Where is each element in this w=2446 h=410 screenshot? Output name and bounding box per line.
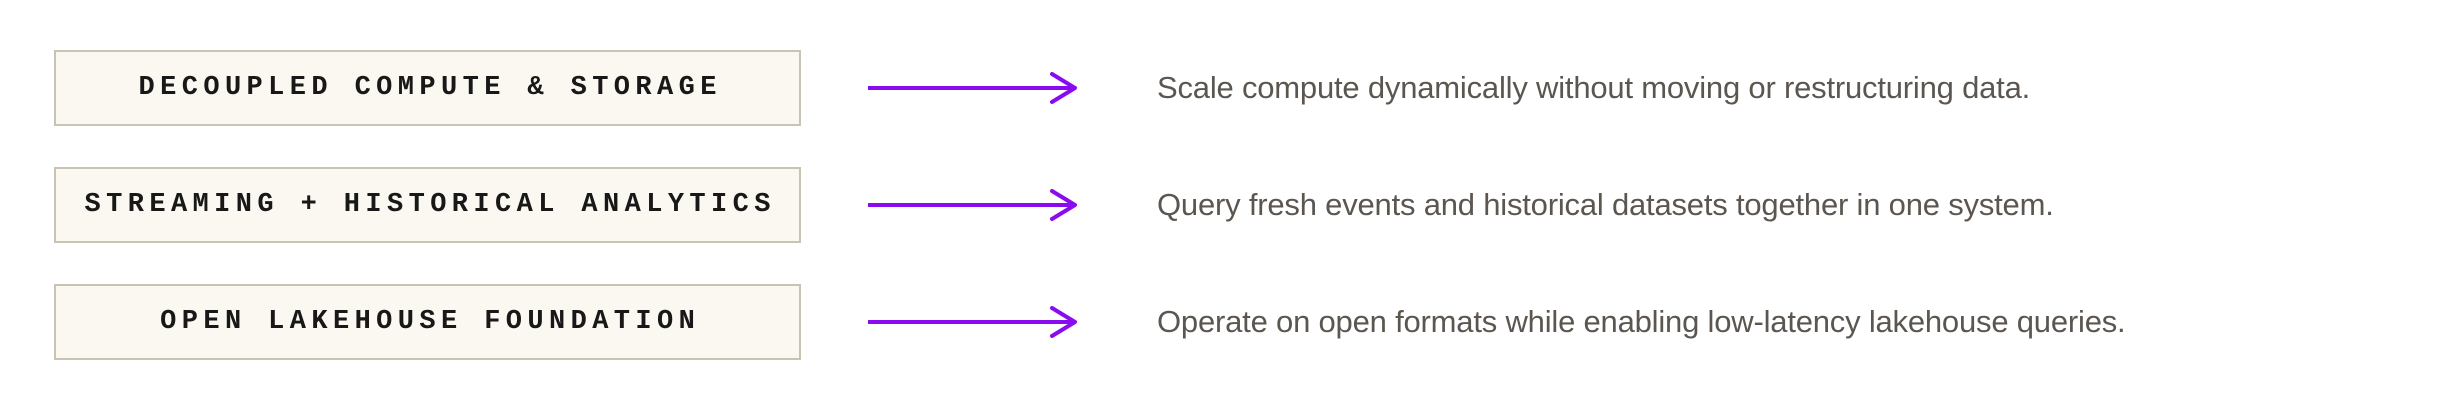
right-arrow-icon xyxy=(866,71,1081,105)
keyword-box-open-lakehouse: OPEN LAKEHOUSE FOUNDATION xyxy=(54,284,801,360)
keyword-label: STREAMING + HISTORICAL ANALYTICS xyxy=(84,190,776,220)
feature-description: Operate on open formats while enabling l… xyxy=(1157,304,2126,339)
feature-description: Query fresh events and historical datase… xyxy=(1157,187,2054,222)
right-arrow-icon xyxy=(866,305,1081,339)
feature-description: Scale compute dynamically without moving… xyxy=(1157,70,2031,105)
keyword-label: DECOUPLED COMPUTE & STORAGE xyxy=(138,73,722,103)
feature-row-decoupled-compute: DECOUPLED COMPUTE & STORAGE Scale comput… xyxy=(0,50,2446,126)
keyword-box-streaming-analytics: STREAMING + HISTORICAL ANALYTICS xyxy=(54,167,801,243)
feature-row-open-lakehouse: OPEN LAKEHOUSE FOUNDATION Operate on ope… xyxy=(0,284,2446,360)
keyword-label: OPEN LAKEHOUSE FOUNDATION xyxy=(160,307,701,337)
right-arrow-icon xyxy=(866,188,1081,222)
feature-row-streaming-analytics: STREAMING + HISTORICAL ANALYTICS Query f… xyxy=(0,167,2446,243)
keyword-box-decoupled-compute: DECOUPLED COMPUTE & STORAGE xyxy=(54,50,801,126)
